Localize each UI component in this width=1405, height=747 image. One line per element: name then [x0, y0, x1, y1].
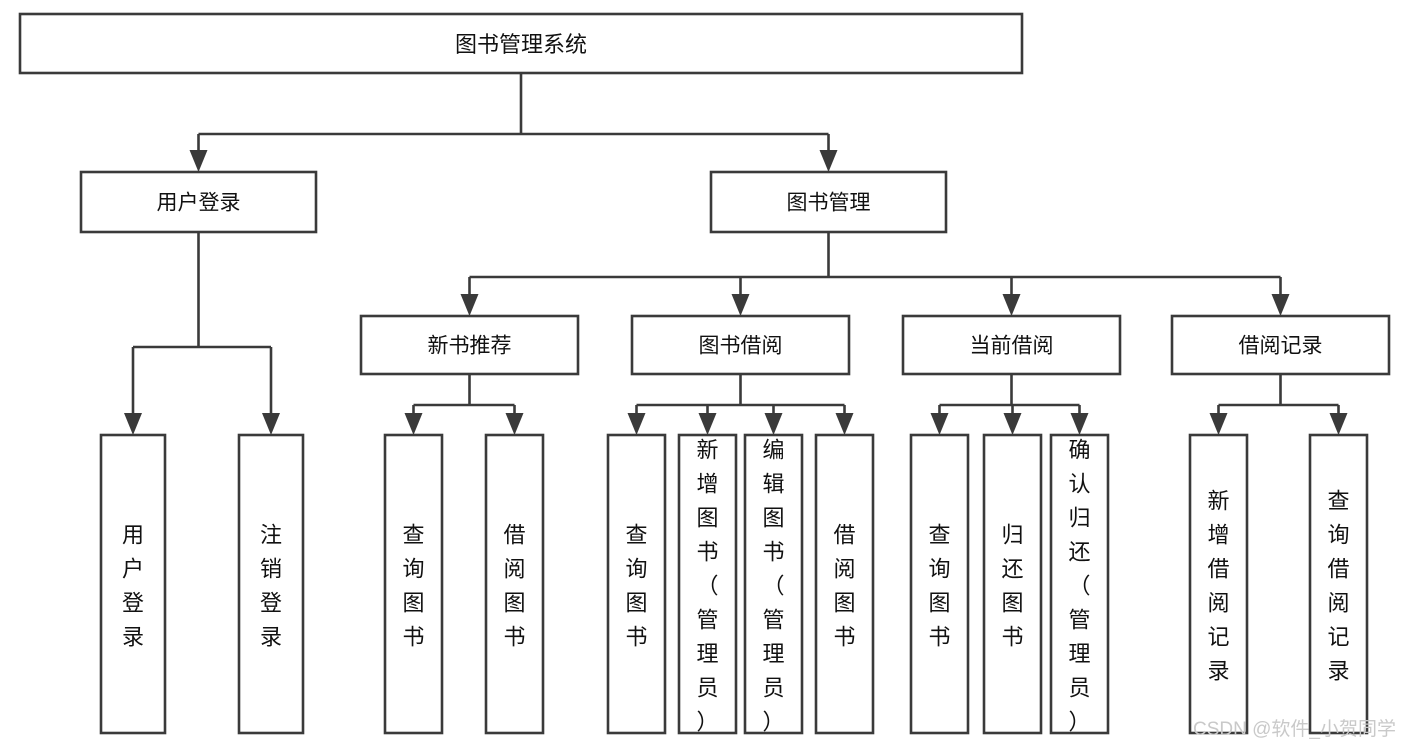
node-leaf-8[interactable]: 查询图书 — [909, 433, 970, 735]
group-新书推荐-arrow-1 — [505, 413, 524, 435]
node-leaf-0-rect — [99, 433, 167, 735]
node-leaf-2-label: 查询图书 — [402, 523, 424, 650]
node-leaf-6-rect — [743, 433, 804, 735]
node-leaf-7-label: 借阅图书 — [833, 523, 855, 650]
node-level2-1-label: 图书管理 — [787, 192, 871, 215]
node-leaf-6-label: 编辑图书（管理员） — [762, 438, 784, 735]
node-level3-3-rect — [1170, 314, 1391, 376]
node-level3-2[interactable]: 当前借阅 — [901, 314, 1122, 376]
node-leaf-2[interactable]: 查询图书 — [383, 433, 444, 735]
node-leaf-10[interactable]: 确认归还（管理员） — [1049, 433, 1110, 735]
node-leaf-1[interactable]: 注销登录 — [237, 433, 305, 735]
group-新书推荐-arrow-0 — [404, 413, 423, 435]
mgmt-to-level3-arrow-1 — [731, 294, 750, 316]
node-level3-3[interactable]: 借阅记录 — [1170, 314, 1391, 376]
node-level2-0-rect — [79, 170, 318, 234]
group-用户登录-arrow-1 — [262, 413, 280, 435]
node-leaf-12[interactable]: 查询借阅记录 — [1308, 433, 1369, 735]
mgmt-to-level3-arrow-0 — [460, 294, 479, 316]
group-当前借阅-arrow-2 — [1070, 413, 1089, 435]
node-leaf-9-rect — [982, 433, 1043, 735]
node-layer: 图书管理系统用户登录图书管理新书推荐图书借阅当前借阅借阅记录用户登录注销登录查询… — [18, 12, 1391, 735]
node-leaf-3-rect — [484, 433, 545, 735]
node-leaf-3-label: 借阅图书 — [503, 523, 525, 650]
node-level2-0[interactable]: 用户登录 — [79, 170, 318, 234]
node-leaf-4-label: 查询图书 — [625, 523, 647, 650]
node-level3-0-rect — [359, 314, 580, 376]
node-leaf-12-rect — [1308, 433, 1369, 735]
node-level2-0-label: 用户登录 — [157, 192, 241, 215]
node-level2-1-rect — [709, 170, 948, 234]
group-当前借阅-arrow-1 — [1003, 413, 1022, 435]
group-图书借阅-arrow-1 — [698, 413, 717, 435]
node-leaf-7[interactable]: 借阅图书 — [814, 433, 875, 735]
node-leaf-12-label: 查询借阅记录 — [1327, 489, 1349, 684]
node-leaf-5-label: 新增图书（管理员） — [696, 438, 718, 735]
node-leaf-1-rect — [237, 433, 305, 735]
node-leaf-9-label: 归还图书 — [1001, 523, 1023, 650]
node-leaf-3[interactable]: 借阅图书 — [484, 433, 545, 735]
node-level3-3-label: 借阅记录 — [1239, 335, 1323, 358]
group-当前借阅-arrow-0 — [930, 413, 949, 435]
watermark-text: CSDN @软件_小贺同学 — [1193, 718, 1396, 740]
node-leaf-5[interactable]: 新增图书（管理员） — [677, 433, 738, 735]
node-leaf-5-rect — [677, 433, 738, 735]
node-leaf-7-rect — [814, 433, 875, 735]
group-用户登录-arrow-0 — [124, 413, 142, 435]
node-leaf-0[interactable]: 用户登录 — [99, 433, 167, 735]
node-leaf-10-label: 确认归还（管理员） — [1068, 438, 1090, 735]
node-level3-1-rect — [630, 314, 851, 376]
group-借阅记录-arrow-1 — [1329, 413, 1348, 435]
connector-layer — [124, 73, 1348, 435]
node-level3-0-label: 新书推荐 — [428, 335, 512, 358]
group-借阅记录-arrow-0 — [1209, 413, 1228, 435]
node-root-rect — [18, 12, 1024, 75]
node-level3-1-label: 图书借阅 — [699, 335, 783, 358]
mgmt-to-level3-arrow-2 — [1002, 294, 1021, 316]
node-leaf-8-label: 查询图书 — [928, 523, 950, 650]
node-leaf-1-label: 注销登录 — [260, 523, 282, 650]
node-root[interactable]: 图书管理系统 — [18, 12, 1024, 75]
node-level3-1[interactable]: 图书借阅 — [630, 314, 851, 376]
group-图书借阅-arrow-3 — [835, 413, 854, 435]
node-leaf-11[interactable]: 新增借阅记录 — [1188, 433, 1249, 735]
node-leaf-2-rect — [383, 433, 444, 735]
mgmt-to-level3-arrow-3 — [1271, 294, 1290, 316]
node-leaf-11-label: 新增借阅记录 — [1207, 489, 1229, 684]
node-leaf-9[interactable]: 归还图书 — [982, 433, 1043, 735]
node-leaf-11-rect — [1188, 433, 1249, 735]
node-leaf-4[interactable]: 查询图书 — [606, 433, 667, 735]
node-level3-2-rect — [901, 314, 1122, 376]
node-leaf-6[interactable]: 编辑图书（管理员） — [743, 433, 804, 735]
node-root-label: 图书管理系统 — [455, 32, 587, 57]
node-leaf-0-label: 用户登录 — [122, 523, 144, 650]
node-level3-0[interactable]: 新书推荐 — [359, 314, 580, 376]
node-leaf-10-rect — [1049, 433, 1110, 735]
group-图书借阅-arrow-0 — [627, 413, 646, 435]
node-level2-1[interactable]: 图书管理 — [709, 170, 948, 234]
node-leaf-4-rect — [606, 433, 667, 735]
group-图书借阅-arrow-2 — [764, 413, 783, 435]
root-to-level2-arrow-0 — [189, 150, 208, 172]
node-leaf-8-rect — [909, 433, 970, 735]
root-to-level2-arrow-1 — [819, 150, 838, 172]
node-level3-2-label: 当前借阅 — [970, 335, 1054, 358]
